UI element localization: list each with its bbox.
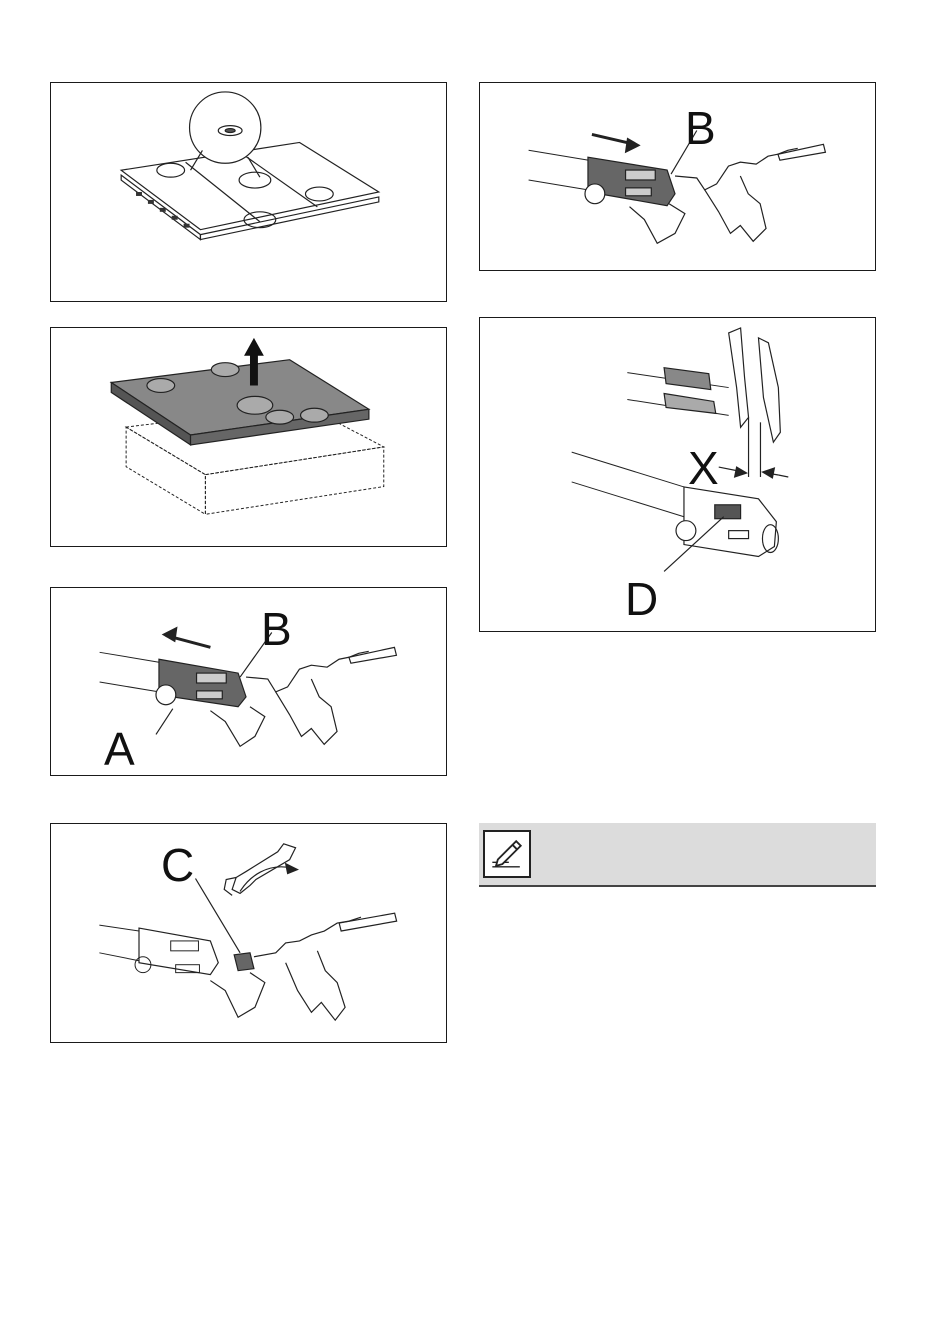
figure-injector-pull: A B <box>50 587 447 776</box>
note-band <box>479 823 876 887</box>
pencil-note-icon <box>483 830 531 878</box>
hob-lift-illustration <box>51 328 446 546</box>
callout-b-push: B <box>685 105 716 151</box>
figure-caliper: X D <box>479 317 876 632</box>
callout-b: B <box>261 606 292 652</box>
figure-hob-lift <box>50 327 447 547</box>
callout-a: A <box>104 726 135 772</box>
callout-d: D <box>625 576 658 622</box>
figure-wrench: C <box>50 823 447 1043</box>
caliper-illustration <box>480 318 875 631</box>
figure-injector-push: B <box>479 82 876 271</box>
wrench-illustration <box>51 824 446 1042</box>
callout-c: C <box>161 842 194 888</box>
figure-hob-top <box>50 82 447 302</box>
hob-top-illustration <box>51 83 446 301</box>
callout-x: X <box>688 445 719 491</box>
injector-push-illustration <box>480 83 875 270</box>
